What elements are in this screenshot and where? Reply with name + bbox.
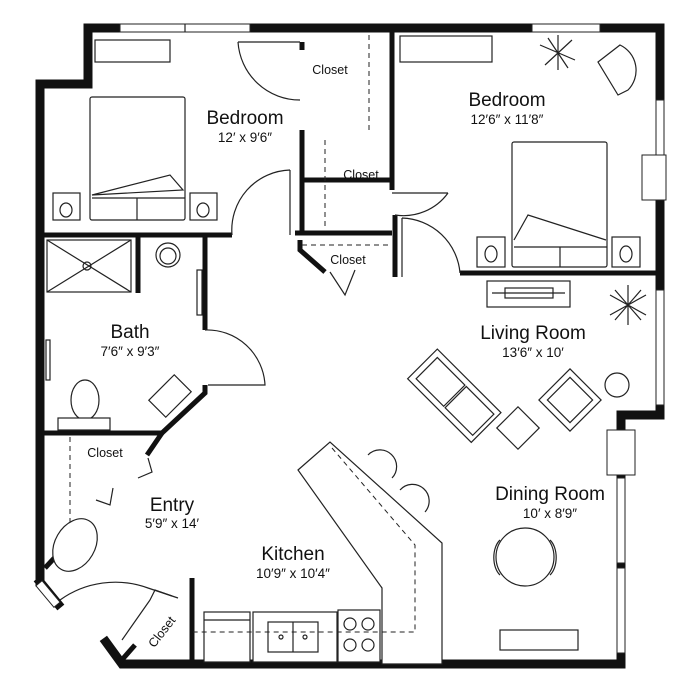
room-name: Entry — [150, 495, 195, 516]
armchair — [597, 44, 637, 96]
side-table-round — [604, 372, 630, 398]
toilet — [70, 379, 100, 421]
closet-label: Closet — [87, 446, 123, 460]
rug — [52, 518, 98, 572]
bedroom-2-furniture — [399, 35, 641, 268]
nightstand — [189, 192, 218, 221]
room-name: Kitchen — [261, 544, 324, 565]
dresser — [399, 35, 493, 63]
interior-walls — [40, 28, 660, 664]
room-name: Bath — [110, 322, 149, 343]
closet-label: Closet — [343, 168, 379, 182]
dresser — [94, 39, 171, 63]
living-room-furniture — [406, 280, 647, 451]
sideboard — [499, 629, 579, 651]
stove — [337, 609, 381, 663]
side-table — [495, 405, 541, 451]
room-size: 10′9″ x 10′4″ — [256, 566, 330, 581]
room-name: Living Room — [480, 323, 586, 344]
dining-table — [495, 527, 555, 587]
closet-label: Closet — [312, 63, 348, 77]
closet-label: Closet — [146, 613, 179, 650]
room-size: 5′9″ x 14′ — [145, 516, 200, 531]
dining-furniture — [493, 527, 579, 651]
plant-icon — [609, 285, 647, 325]
windows — [35, 23, 667, 654]
room-size: 13′6″ x 10′ — [502, 345, 564, 360]
bedroom-1-furniture — [52, 39, 218, 221]
room-name: Bedroom — [206, 108, 283, 129]
closet-label: Closet — [330, 253, 366, 267]
kitchen-island — [297, 441, 443, 665]
nightstand — [52, 192, 81, 221]
armchair — [538, 368, 602, 432]
room-size: 10′ x 8′9″ — [523, 506, 577, 521]
room-name: Bedroom — [468, 90, 545, 111]
room-size: 12′ x 9′6″ — [218, 130, 272, 145]
plant-icon — [539, 35, 576, 70]
doors — [59, 35, 461, 641]
tv-stand — [486, 280, 571, 308]
room-size: 12′6″ x 11′8″ — [471, 112, 544, 127]
sofa — [406, 348, 502, 444]
room-name: Dining Room — [495, 484, 605, 505]
room-size: 7′6″ x 9′3″ — [101, 344, 160, 359]
kitchen-fixtures — [193, 441, 443, 665]
bath-fixtures — [45, 239, 203, 431]
